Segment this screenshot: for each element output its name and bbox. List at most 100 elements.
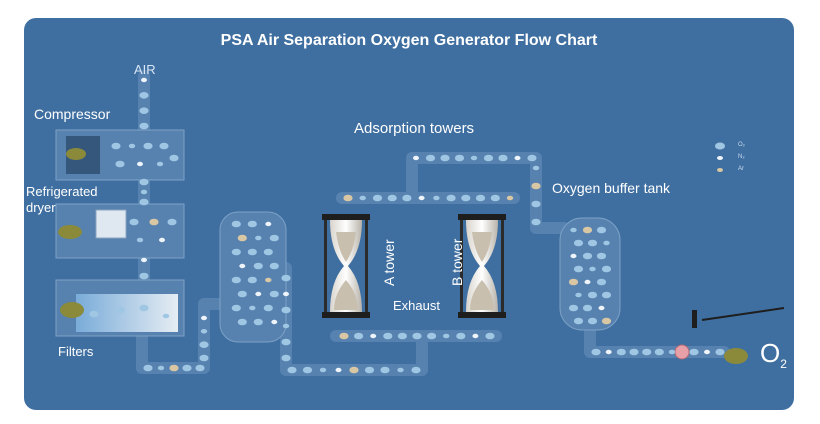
gas-bubble [302,366,313,374]
gas-bubble [162,313,170,319]
gas-bubble [372,194,383,202]
gas-bubble [483,154,494,162]
gas-bubble [587,239,598,247]
legend-markers [715,142,725,172]
gas-bubble [263,304,273,312]
gas-bubble [668,349,676,355]
gas-bubble [531,200,541,208]
gas-bubble [247,220,257,228]
gas-bubble [200,329,208,334]
gas-bubble [397,367,404,373]
gas-bubble [129,218,139,226]
process-diagram [55,70,785,376]
legend-o2: O₂ [738,142,745,148]
gas-bubble [237,290,247,298]
fish-icon [58,148,748,364]
tower-b-hourglass [458,214,506,318]
gas-bubble [253,262,263,270]
gas-bubble [354,332,364,340]
gas-bubble [387,194,397,202]
gas-bubble [169,154,179,162]
gas-bubble [527,154,537,162]
gas-bubble [589,266,596,272]
gas-bubble [601,317,612,325]
gas-bubble [157,365,165,371]
gas-bubble [472,333,479,339]
gas-bubble [231,248,241,256]
gas-bubble [255,291,262,297]
gas-bubble [115,306,125,314]
gas-bubble [139,272,149,280]
gas-bubble [440,154,450,162]
flow-chart-panel: PSA Air Separation Oxygen Generator Flow… [24,18,794,410]
gas-bubble [582,252,593,260]
gas-bubble [575,292,582,298]
gas-bubble [255,235,262,241]
compressor-label: Compressor [34,106,111,122]
gas-bubble [159,142,169,150]
gas-bubble [605,349,612,355]
gas-bubble [461,194,471,202]
gas-bubble [231,276,241,284]
gas-bubble [598,305,605,311]
gas-bubble [412,332,422,340]
gas-bubble [139,107,149,114]
gas-bubble [247,276,257,284]
gas-bubble [182,364,192,372]
gas-bubbles [89,77,725,374]
gas-bubble [433,195,440,201]
gas-bubble [601,291,612,299]
gas-bubble [253,318,263,326]
gas-bubble [411,366,421,374]
gas-bubble [139,304,149,312]
gas-bubble [128,143,136,149]
gas-bubble [584,279,591,285]
gas-bubble [287,366,297,374]
gas-bubble [167,218,177,226]
gas-bubble [715,348,725,356]
gas-bubble [704,349,710,355]
refrigerated-dryer-label: Refrigerated dryer [26,184,98,215]
gas-bubble [582,226,593,234]
gas-bubble [281,274,291,282]
gas-bubble [654,348,664,356]
gas-bubble [199,354,209,362]
gas-bubble [370,333,377,339]
gas-bubble [568,278,579,286]
gas-bubble [443,333,450,339]
gas-bubble [689,348,699,356]
gas-bubble [454,154,465,162]
gas-bubble [265,277,272,283]
gas-bubble [111,142,121,150]
adsorption-towers-label: Adsorption towers [354,120,475,137]
gas-bubble [427,332,437,340]
gas-bubble [140,189,148,195]
gas-bubble [269,290,279,298]
gas-bubble [195,364,205,372]
gas-bubble [591,348,601,356]
gas-bubble [570,227,577,233]
gas-bubble [629,348,639,356]
gas-bubble [282,323,290,329]
oxygen-buffer-tank [559,217,621,331]
chart-title: PSA Air Separation Oxygen Generator Flow… [220,32,598,49]
gas-bubble [141,77,147,83]
gas-bubble [335,367,342,373]
dryer-unit [95,209,127,239]
gas-bubble [364,366,375,374]
tower-a-label: A tower [381,239,397,286]
legend-ar: Ar [738,166,744,172]
pressure-gauge [674,344,690,360]
gas-bubble [485,332,495,340]
gas-bubble [587,291,598,299]
gas-bubble [271,319,278,325]
gas-bubble [470,155,478,161]
gas-bubble [596,226,607,234]
gas-bubble [397,332,407,340]
gas-bubble [156,161,164,167]
gas-bubble [514,155,521,161]
filters-label: Filters [58,344,94,359]
gas-bubble [446,194,456,202]
gas-bubble [139,92,149,99]
gas-bubble [506,195,514,201]
